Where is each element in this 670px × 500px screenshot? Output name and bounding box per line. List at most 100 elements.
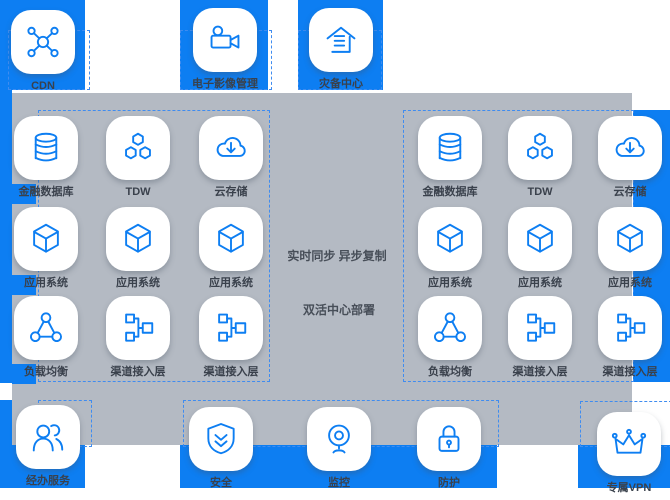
node-label: CDN bbox=[31, 80, 55, 92]
lock-icon bbox=[430, 420, 468, 458]
node-label: 渠道接入层 bbox=[602, 366, 658, 378]
node-label: 应用系统 bbox=[608, 277, 652, 289]
node-channel-access-left-1: 渠道接入层 bbox=[105, 296, 171, 378]
node-channel-access-left-2: 渠道接入层 bbox=[198, 296, 264, 378]
disaster-center-icon bbox=[322, 21, 360, 59]
node-label: 云存储 bbox=[613, 186, 647, 198]
node-label: 电子影像管理 bbox=[192, 78, 258, 90]
cube-icon bbox=[431, 220, 469, 258]
cdn-network-icon bbox=[24, 23, 62, 61]
hexagons-icon bbox=[521, 129, 559, 167]
accent-tab bbox=[12, 275, 36, 295]
node-cdn: CDN bbox=[10, 10, 76, 92]
load-balancer-icon bbox=[27, 309, 65, 347]
tile bbox=[16, 405, 80, 469]
cube-icon bbox=[611, 220, 649, 258]
tile bbox=[508, 296, 572, 360]
video-camera-icon bbox=[206, 21, 244, 59]
webcam-icon bbox=[320, 420, 358, 458]
tile bbox=[597, 412, 661, 476]
flowchart-icon bbox=[611, 309, 649, 347]
node-app-system-right-2: 应用系统 bbox=[507, 207, 573, 289]
sync-annotation: 实时同步 异步复制 bbox=[287, 249, 387, 263]
accent-stripe-left bbox=[0, 90, 12, 383]
shield-icon bbox=[202, 420, 240, 458]
tile bbox=[307, 407, 371, 471]
tile bbox=[199, 296, 263, 360]
tile bbox=[418, 207, 482, 271]
node-label: 金融数据库 bbox=[18, 186, 74, 198]
tile bbox=[598, 296, 662, 360]
node-label: 应用系统 bbox=[209, 277, 253, 289]
node-label: 灾备中心 bbox=[319, 78, 363, 90]
node-load-balancer-right: 负载均衡 bbox=[417, 296, 483, 378]
node-app-system-left-2: 应用系统 bbox=[105, 207, 171, 289]
node-app-system-right-3: 应用系统 bbox=[597, 207, 663, 289]
crown-icon bbox=[610, 425, 648, 463]
node-app-system-right-1: 应用系统 bbox=[417, 207, 483, 289]
cube-icon bbox=[521, 220, 559, 258]
node-label: TDW bbox=[527, 186, 553, 198]
tile bbox=[11, 10, 75, 74]
node-channel-access-right-2: 渠道接入层 bbox=[597, 296, 663, 378]
node-label: 应用系统 bbox=[116, 277, 160, 289]
flowchart-icon bbox=[212, 309, 250, 347]
node-label: TDW bbox=[125, 186, 151, 198]
tile bbox=[418, 116, 482, 180]
node-label: 渠道接入层 bbox=[203, 366, 259, 378]
node-financial-db-right: 金融数据库 bbox=[417, 116, 483, 198]
node-label: 负载均衡 bbox=[24, 366, 68, 378]
tile bbox=[193, 8, 257, 72]
node-label: 专属VPN bbox=[606, 482, 652, 494]
architecture-annotation: 双活中心部署 bbox=[302, 303, 376, 317]
node-tdw-left: TDW bbox=[105, 116, 171, 198]
tile bbox=[14, 296, 78, 360]
node-label: 渠道接入层 bbox=[110, 366, 166, 378]
node-label: 监控 bbox=[328, 477, 350, 489]
node-tdw-right: TDW bbox=[507, 116, 573, 198]
node-label: 应用系统 bbox=[24, 277, 68, 289]
node-protection: 防护 bbox=[416, 407, 482, 489]
cube-icon bbox=[27, 220, 65, 258]
cloud-download-icon bbox=[611, 129, 649, 167]
cloud-download-icon bbox=[212, 129, 250, 167]
node-channel-access-right-1: 渠道接入层 bbox=[507, 296, 573, 378]
accent-tab bbox=[12, 364, 36, 384]
node-label: 渠道接入层 bbox=[512, 366, 568, 378]
tile bbox=[598, 116, 662, 180]
tile bbox=[106, 116, 170, 180]
node-load-balancer-left: 负载均衡 bbox=[13, 296, 79, 378]
cube-icon bbox=[212, 220, 250, 258]
hexagons-icon bbox=[119, 129, 157, 167]
node-security: 安全 bbox=[188, 407, 254, 489]
node-label: 防护 bbox=[438, 477, 460, 489]
database-icon bbox=[27, 129, 65, 167]
users-icon bbox=[29, 418, 67, 456]
tile bbox=[106, 296, 170, 360]
tile bbox=[189, 407, 253, 471]
cube-icon bbox=[119, 220, 157, 258]
tile bbox=[508, 116, 572, 180]
node-financial-db-left: 金融数据库 bbox=[13, 116, 79, 198]
database-icon bbox=[431, 129, 469, 167]
tile bbox=[199, 116, 263, 180]
node-app-system-left-1: 应用系统 bbox=[13, 207, 79, 289]
tile bbox=[598, 207, 662, 271]
flowchart-icon bbox=[521, 309, 559, 347]
tile bbox=[508, 207, 572, 271]
node-dedicated-vpn: 专属VPN bbox=[596, 412, 662, 494]
load-balancer-icon bbox=[431, 309, 469, 347]
node-imaging: 电子影像管理 bbox=[192, 8, 258, 90]
node-label: 负载均衡 bbox=[428, 366, 472, 378]
tile bbox=[417, 407, 481, 471]
node-label: 应用系统 bbox=[428, 277, 472, 289]
tile bbox=[309, 8, 373, 72]
node-disaster-center: 灾备中心 bbox=[308, 8, 374, 90]
node-app-system-left-3: 应用系统 bbox=[198, 207, 264, 289]
node-label: 经办服务 bbox=[26, 475, 70, 487]
node-label: 云存储 bbox=[214, 186, 248, 198]
accent-tab bbox=[12, 184, 36, 204]
node-service-users: 经办服务 bbox=[15, 405, 81, 487]
node-cloud-storage-left: 云存储 bbox=[198, 116, 264, 198]
node-label: 安全 bbox=[210, 477, 232, 489]
